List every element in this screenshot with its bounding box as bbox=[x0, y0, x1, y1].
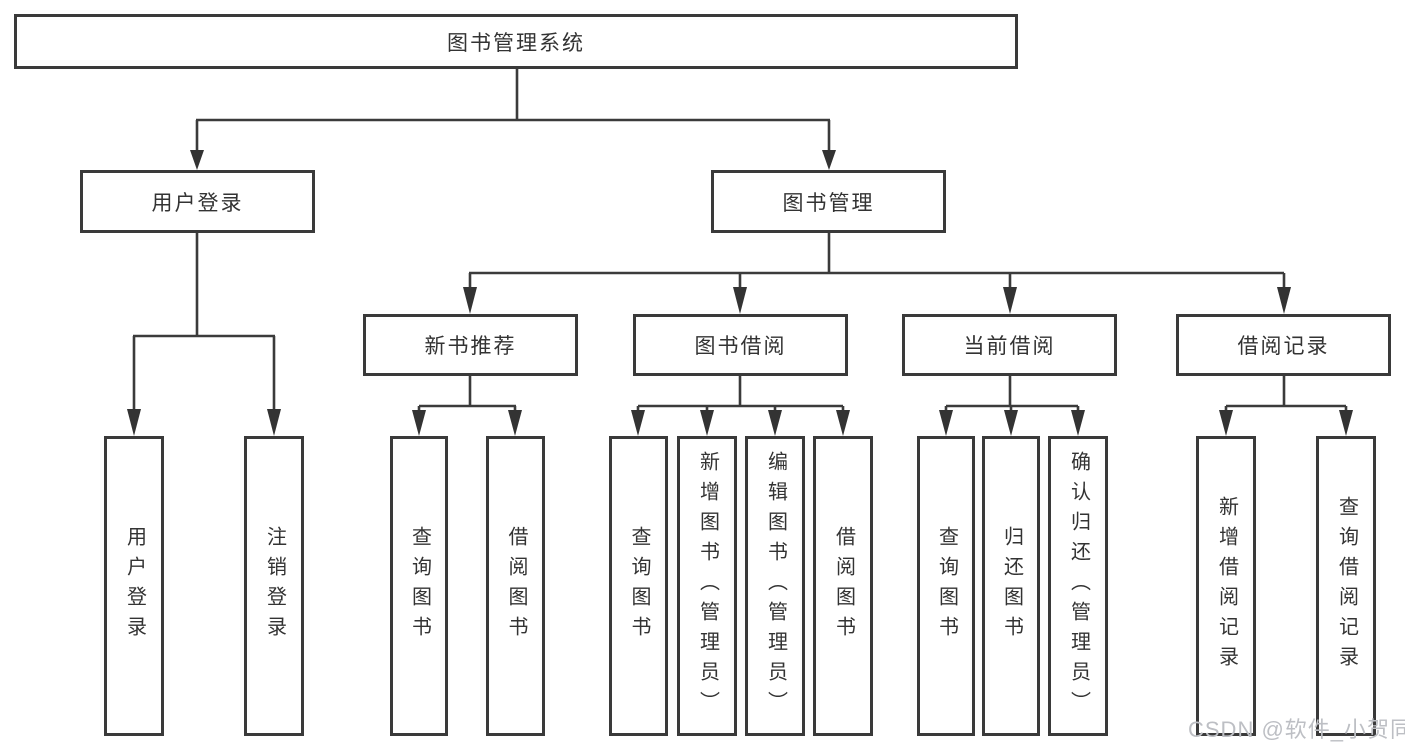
node-current-borrow: 当前借阅 bbox=[902, 314, 1117, 376]
arrow-down-icon bbox=[1277, 287, 1291, 314]
node-label: 借阅记录 bbox=[1237, 335, 1330, 358]
arrow-down-icon bbox=[1339, 410, 1353, 436]
leaf-borrow-book: 借阅图书 bbox=[486, 436, 545, 736]
leaf-query-book: 查询图书 bbox=[917, 436, 975, 736]
leaf-add-borrow-record: 新增借阅记录 bbox=[1196, 436, 1256, 736]
leaf-user-login: 用户登录 bbox=[104, 436, 164, 736]
arrow-down-icon bbox=[939, 410, 953, 436]
node-label: 图书借阅 bbox=[694, 335, 787, 358]
leaf-confirm-return-admin: 确认归还（管理员） bbox=[1048, 436, 1108, 736]
node-book-borrow: 图书借阅 bbox=[633, 314, 848, 376]
arrow-down-icon bbox=[463, 287, 477, 314]
node-label: 图书管理系统 bbox=[447, 31, 585, 55]
leaf-label: 归还图书 bbox=[1000, 526, 1023, 646]
node-label: 图书管理 bbox=[782, 191, 875, 215]
leaf-query-borrow-record: 查询借阅记录 bbox=[1316, 436, 1376, 736]
arrow-down-icon bbox=[836, 410, 850, 436]
leaf-label: 新增图书（管理员） bbox=[696, 451, 719, 721]
arrow-down-icon bbox=[1071, 410, 1085, 436]
arrow-down-icon bbox=[1219, 410, 1233, 436]
connector-newbook-to-leaves bbox=[412, 374, 522, 436]
leaf-label: 编辑图书（管理员） bbox=[764, 451, 787, 721]
arrow-down-icon bbox=[127, 409, 141, 436]
arrow-down-icon bbox=[631, 410, 645, 436]
leaf-return-book: 归还图书 bbox=[982, 436, 1040, 736]
leaf-label: 查询借阅记录 bbox=[1335, 496, 1358, 676]
leaf-borrow-book: 借阅图书 bbox=[813, 436, 873, 736]
arrow-down-icon bbox=[700, 410, 714, 436]
connector-root-to-level2 bbox=[190, 67, 836, 170]
connector-login-to-leaves bbox=[127, 232, 281, 436]
node-new-book-recommend: 新书推荐 bbox=[363, 314, 578, 376]
node-root-system: 图书管理系统 bbox=[14, 14, 1018, 69]
leaf-label: 借阅图书 bbox=[832, 526, 855, 646]
node-user-login: 用户登录 bbox=[80, 170, 315, 233]
connector-mgmt-to-level3 bbox=[463, 232, 1291, 314]
node-label: 当前借阅 bbox=[963, 335, 1056, 358]
connector-record-to-leaves bbox=[1219, 374, 1353, 436]
node-book-management: 图书管理 bbox=[711, 170, 946, 233]
arrow-down-icon bbox=[822, 150, 836, 170]
leaf-logout: 注销登录 bbox=[244, 436, 304, 736]
leaf-label: 确认归还（管理员） bbox=[1067, 451, 1090, 721]
arrow-down-icon bbox=[1003, 287, 1017, 314]
arrow-down-icon bbox=[508, 410, 522, 436]
leaf-label: 注销登录 bbox=[263, 526, 286, 646]
arrow-down-icon bbox=[733, 287, 747, 314]
arrow-down-icon bbox=[412, 410, 426, 436]
csdn-watermark: CSDN @软件_小贺同学 bbox=[1188, 717, 1405, 742]
arrow-down-icon bbox=[267, 409, 281, 436]
arrow-down-icon bbox=[1004, 410, 1018, 436]
leaf-add-book-admin: 新增图书（管理员） bbox=[677, 436, 737, 736]
connector-borrow-to-leaves bbox=[631, 374, 850, 436]
leaf-query-book: 查询图书 bbox=[390, 436, 448, 736]
leaf-label: 新增借阅记录 bbox=[1215, 496, 1238, 676]
arrow-down-icon bbox=[190, 150, 204, 170]
leaf-label: 查询图书 bbox=[935, 526, 958, 646]
node-label: 新书推荐 bbox=[424, 335, 517, 358]
leaf-label: 查询图书 bbox=[408, 526, 431, 646]
leaf-query-book: 查询图书 bbox=[609, 436, 668, 736]
arrow-down-icon bbox=[768, 410, 782, 436]
leaf-label: 查询图书 bbox=[628, 526, 650, 646]
connector-current-to-leaves bbox=[939, 374, 1085, 436]
leaf-edit-book-admin: 编辑图书（管理员） bbox=[745, 436, 805, 736]
node-label: 用户登录 bbox=[151, 191, 244, 215]
leaf-label: 借阅图书 bbox=[505, 526, 527, 646]
node-borrow-record: 借阅记录 bbox=[1176, 314, 1391, 376]
leaf-label: 用户登录 bbox=[123, 526, 146, 646]
